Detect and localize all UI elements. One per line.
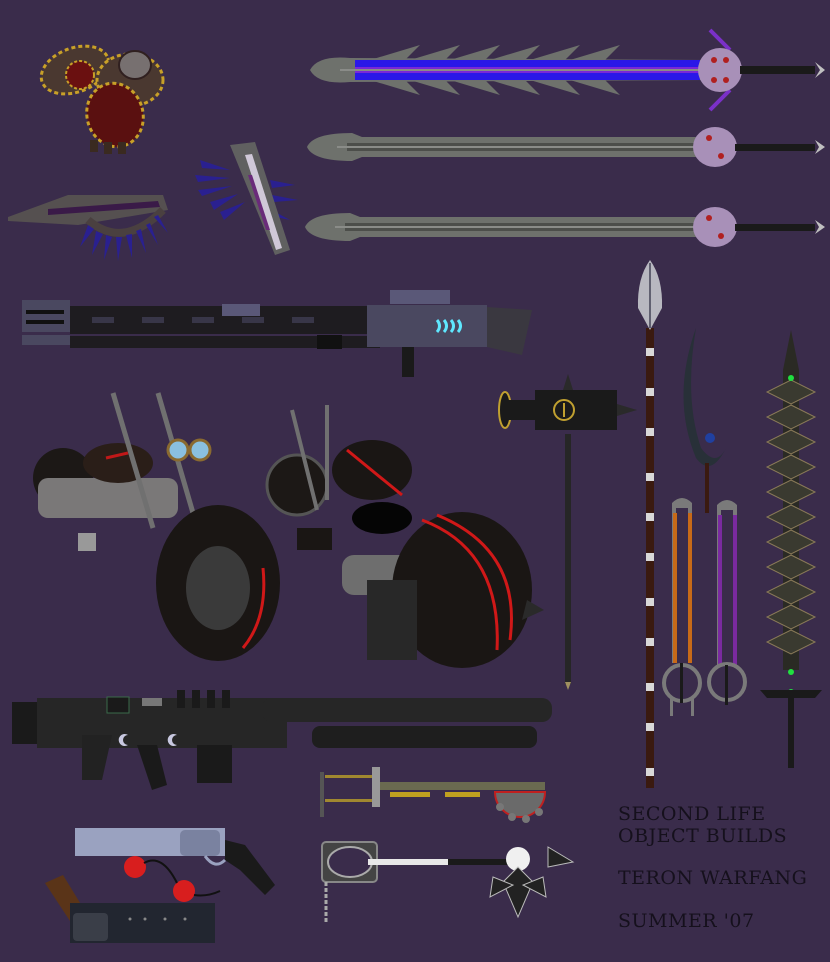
sniper-rifle <box>22 280 537 380</box>
date-text: Summer '07 <box>618 910 755 932</box>
caption-block: Second Life Object Builds <box>618 803 787 847</box>
black-revolver <box>45 873 220 951</box>
chopper-motorcycle-front <box>18 388 283 663</box>
purple-twin-blade <box>707 500 749 715</box>
spined-sword <box>755 330 827 770</box>
grey-greatsword-2 <box>305 200 830 260</box>
grey-greatsword-1 <box>307 120 830 180</box>
assault-shotgun <box>12 690 557 790</box>
chopper-motorcycle-rear <box>262 400 544 675</box>
blue-spiked-bracer-angled <box>190 140 300 260</box>
gear-keyblade <box>320 767 555 832</box>
author-name: Teron Warfang <box>618 867 808 889</box>
spiked-keyblade <box>318 837 575 927</box>
caption-title-line1: Second Life <box>618 803 766 825</box>
blue-serrated-greatsword <box>310 28 830 120</box>
silver-revolver <box>75 820 280 900</box>
caption-date: Summer '07 <box>618 910 755 932</box>
caption-author: Teron Warfang <box>618 867 807 889</box>
red-goggles <box>122 855 222 907</box>
blue-spiked-bracer <box>8 165 168 261</box>
scythe-blade <box>676 328 736 518</box>
mechanical-gauntlets <box>20 20 170 154</box>
orange-twin-blade <box>662 498 704 716</box>
spear <box>635 258 665 788</box>
war-hammer <box>497 372 637 690</box>
caption-title-line2: Object Builds <box>618 825 788 847</box>
